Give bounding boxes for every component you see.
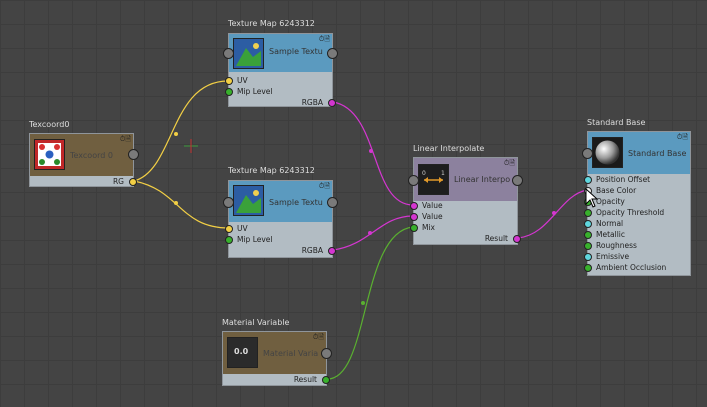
wire-result-to-mix [326, 226, 414, 380]
input-socket[interactable] [223, 197, 234, 208]
node-material-variable[interactable]: 0.0 Material Varia ⏱🗎 Result [222, 331, 332, 386]
node-label: Standard Base [628, 149, 686, 158]
node-label: Material Varia [263, 349, 319, 358]
port-mip-level-socket[interactable] [225, 88, 233, 96]
port-result-label: Result [484, 234, 508, 243]
port-normal-socket[interactable] [584, 220, 592, 228]
wire-rg-to-uv-bottom [133, 180, 230, 229]
wire-midpoint-dot [552, 211, 556, 215]
wire-rgba-to-value1 [332, 101, 414, 206]
node-title-standard-base: Standard Base [587, 118, 646, 127]
node-label: Sample Textu [269, 47, 323, 56]
node-texture-map-1[interactable]: Sample Textu ⏱🗎 UV Mip Level RGBA [223, 33, 338, 107]
port-position-offset-socket[interactable] [584, 176, 592, 184]
clock-icon[interactable]: ⏱🗎 [312, 333, 324, 341]
port-value-a-socket[interactable] [410, 202, 418, 210]
port-position-offset-label: Position Offset [596, 175, 651, 184]
wire-midpoint-dot [368, 231, 372, 235]
clock-icon[interactable]: ⏱🗎 [318, 182, 330, 190]
texture-image-icon [233, 38, 264, 69]
output-socket[interactable] [321, 348, 332, 359]
node-title-texture-map-1: Texture Map 6243312 [228, 19, 315, 28]
clock-icon[interactable]: ⏱🗎 [318, 35, 330, 43]
port-emissive-socket[interactable] [584, 253, 592, 261]
port-opacity-threshold-socket[interactable] [584, 209, 592, 217]
texcoord-pattern-icon [34, 139, 65, 170]
port-roughness-label: Roughness [596, 241, 637, 250]
port-rgba-label: RGBA [301, 98, 323, 107]
port-value-b-socket[interactable] [410, 213, 418, 221]
port-uv-label: UV [237, 224, 248, 233]
wire-midpoint-dot [174, 201, 178, 205]
value-icon: 0.0 [227, 337, 258, 368]
clock-icon[interactable]: ⏱🗎 [503, 159, 515, 167]
port-mip-level-socket[interactable] [225, 236, 233, 244]
node-texcoord[interactable]: Texcoord 0 ⏱🗎 RG [29, 133, 139, 187]
port-ambient-occlusion-label: Ambient Occlusion [596, 263, 667, 272]
port-rgba-socket[interactable] [328, 99, 336, 107]
wire-midpoint-dot [369, 149, 373, 153]
crosshair-marker [184, 139, 198, 153]
node-texture-map-2[interactable]: Sample Textu ⏱🗎 UV Mip Level RGBA [223, 180, 338, 258]
output-socket[interactable] [512, 175, 523, 186]
value-text: 0.0 [234, 347, 249, 356]
wire-midpoint-dot [174, 132, 178, 136]
mouse-cursor-icon [585, 188, 599, 208]
port-mix-socket[interactable] [410, 224, 418, 232]
node-title-texture-map-2: Texture Map 6243312 [228, 166, 315, 175]
port-normal-label: Normal [596, 219, 624, 228]
port-rg-label: RG [112, 177, 124, 186]
port-value-a-label: Value [422, 201, 443, 210]
input-socket[interactable] [408, 175, 419, 186]
wire-midpoint-dot [361, 301, 365, 305]
port-mip-level-label: Mip Level [237, 235, 273, 244]
port-result-socket[interactable] [322, 376, 330, 384]
port-rgba-socket[interactable] [328, 247, 336, 255]
port-opacity-threshold-label: Opacity Threshold [596, 208, 665, 217]
wire-rg-to-uv-top [133, 80, 230, 182]
port-value-b-label: Value [422, 212, 443, 221]
node-label: Sample Textu [269, 198, 323, 207]
sphere-preview-icon [592, 137, 623, 168]
output-socket[interactable] [128, 149, 139, 160]
port-metallic-label: Metallic [596, 230, 625, 239]
port-ambient-occlusion-socket[interactable] [584, 264, 592, 272]
output-socket[interactable] [327, 48, 338, 59]
port-uv-socket[interactable] [225, 77, 233, 85]
port-mip-level-label: Mip Level [237, 87, 273, 96]
input-socket[interactable] [223, 48, 234, 59]
port-uv-label: UV [237, 76, 248, 85]
port-mix-label: Mix [422, 223, 435, 232]
port-base-color-label: Base Color [596, 186, 637, 195]
clock-icon[interactable]: ⏱🗎 [119, 135, 131, 143]
clock-icon[interactable]: ⏱🗎 [676, 133, 688, 141]
node-label: Linear Interpo [454, 175, 510, 184]
output-socket[interactable] [327, 197, 338, 208]
port-rgba-label: RGBA [301, 246, 323, 255]
port-uv-socket[interactable] [225, 225, 233, 233]
svg-text:1: 1 [441, 170, 445, 177]
port-emissive-label: Emissive [596, 252, 630, 261]
port-result-label: Result [293, 375, 317, 384]
svg-text:0: 0 [422, 170, 426, 177]
port-rg-socket[interactable] [129, 178, 137, 186]
node-title-material-variable: Material Variable [222, 318, 290, 327]
input-socket[interactable] [582, 148, 593, 159]
port-opacity-label: Opacity [596, 197, 625, 206]
node-title-linear-interpolate: Linear Interpolate [413, 144, 485, 153]
port-roughness-socket[interactable] [584, 242, 592, 250]
wire-rgba-to-value2 [332, 215, 414, 251]
port-result-socket[interactable] [513, 235, 521, 243]
node-title-texcoord: Texcoord0 [29, 120, 70, 129]
port-metallic-socket[interactable] [584, 231, 592, 239]
node-standard-base[interactable]: Standard Base ⏱🗎 Position Offset Base Co… [582, 131, 691, 276]
node-label: Texcoord 0 [70, 151, 113, 160]
texture-image-icon [233, 185, 264, 216]
